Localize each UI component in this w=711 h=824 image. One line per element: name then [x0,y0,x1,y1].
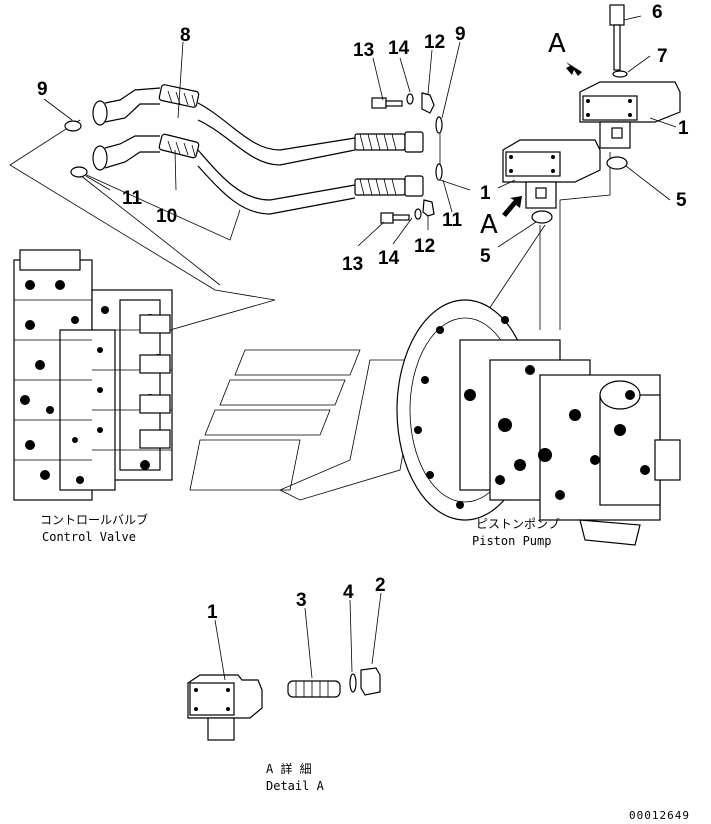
callout-14-upper: 14 [388,38,410,59]
control-valve-label-jp: コントロールバルブ [40,512,148,527]
detail-a-label-en: Detail A [266,779,325,793]
o-ring-5-right [606,156,628,170]
view-marker-a-middle: A [480,210,498,240]
bolt-6 [609,4,628,78]
piston-pump-label-en: Piston Pump [472,534,551,548]
washer-7 [612,70,628,78]
callout-13-lower: 13 [342,254,363,275]
flange-upper [92,100,108,126]
callout-11-left: 11 [122,188,143,209]
callout-13-upper: 13 [353,40,374,61]
callout-10: 10 [156,206,177,227]
callout-7: 7 [657,46,668,67]
o-ring-11-right [435,163,443,181]
callout-12-lower: 12 [414,236,435,257]
piston-pump-label-jp: ピストンポンプ [476,517,560,531]
o-ring-11-left [70,166,88,178]
callout-2: 2 [375,575,386,596]
connection-lines [9,119,611,351]
fasteners-lower [380,199,435,224]
callout-12-upper: 12 [424,32,445,53]
callout-1-upper: 1 [678,118,689,139]
o-ring-9-right [435,116,443,134]
callout-numbers: 8 9 11 10 13 14 12 9 6 7 1 1 5 11 12 14 … [37,2,689,623]
callout-4: 4 [343,582,354,603]
callout-8: 8 [180,25,191,46]
labels: コントロールバルブ Control Valve ピストンポンプ Piston P… [40,512,690,822]
callout-11-right: 11 [442,210,463,231]
o-ring-5-left [531,210,553,224]
watermark-bands [189,349,421,501]
callout-6: 6 [652,2,663,23]
piston-pump-illustration [396,299,681,546]
drawing-number: 00012649 [629,809,690,822]
view-markers: A A [480,29,566,240]
callout-5-right: 5 [676,190,687,211]
hose-lower [92,133,424,215]
fasteners-upper [371,92,435,114]
detail-a-label-jp: A 詳 細 [266,761,312,776]
callout-5-left: 5 [480,246,491,267]
view-arrow-middle [502,196,522,217]
view-marker-a-upper: A [548,29,566,59]
detail-a-parts [187,667,381,741]
block-1-upper [566,62,681,149]
o-rings [64,116,628,224]
control-valve-illustration [13,249,173,501]
view-arrow-upper [566,62,582,76]
flange-lower [92,145,108,171]
callout-3: 3 [296,590,307,611]
leader-lines [43,15,677,681]
block-1-middle [502,139,601,217]
hose-upper [92,84,424,166]
callout-9-left: 9 [37,79,48,100]
callout-1-middle: 1 [480,183,491,204]
callout-9-right: 9 [455,24,466,45]
callout-14-lower: 14 [378,248,400,269]
o-ring-9-left [64,120,82,132]
control-valve-label-en: Control Valve [42,530,136,544]
callout-1-detail: 1 [207,602,218,623]
